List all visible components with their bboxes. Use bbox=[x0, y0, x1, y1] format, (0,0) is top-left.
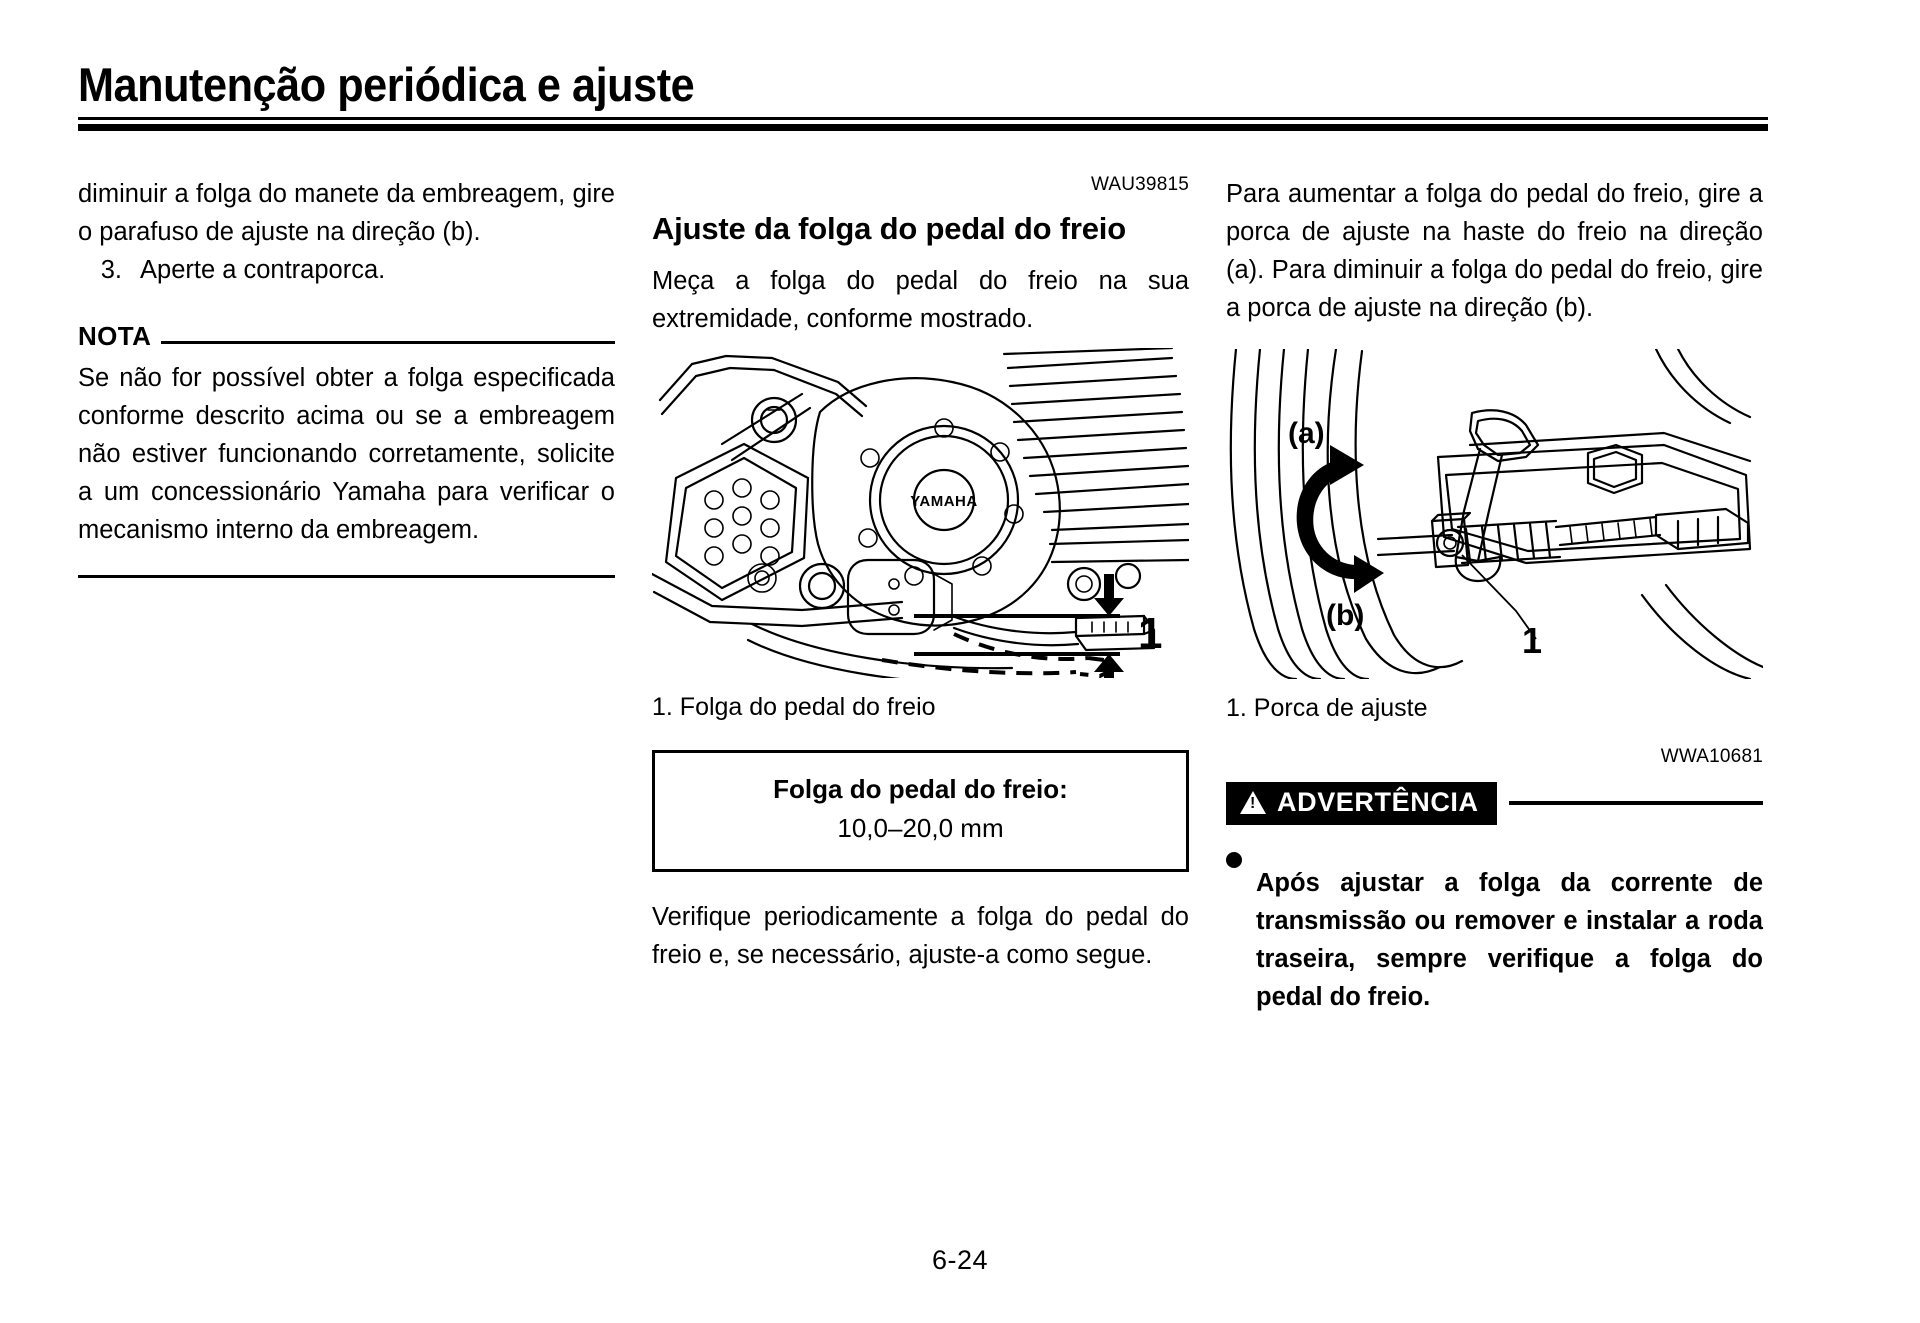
spec-title: Folga do pedal do freio: bbox=[773, 774, 1068, 804]
rear-brake-nut-figure: (a) (b) 1 bbox=[1226, 349, 1763, 679]
list-item-number: 3. bbox=[100, 256, 122, 284]
warning-triangle-icon bbox=[1240, 791, 1266, 815]
rear-brake-adjusting-nut-diagram: (a) (b) 1 bbox=[1229, 349, 1763, 679]
note-label: NOTA bbox=[78, 321, 152, 351]
yamaha-logo-text: YAMAHA bbox=[910, 493, 977, 510]
bullet-icon bbox=[1226, 851, 1242, 868]
reference-code-wwa: WWA10681 bbox=[1660, 746, 1763, 767]
column-right: Para aumentar a folga do pedal do freio,… bbox=[1226, 175, 1763, 1042]
intro-paragraph: Meça a folga do pedal do freio na sua ex… bbox=[652, 267, 1189, 333]
warning-header: ADVERTÊNCIA bbox=[1226, 782, 1763, 825]
closing-paragraph: Verifique periodicamente a folga do peda… bbox=[652, 903, 1189, 969]
note-header-rule bbox=[161, 341, 615, 344]
warning-banner: ADVERTÊNCIA bbox=[1226, 782, 1497, 825]
list-item: 3. Aperte a contraporca. bbox=[78, 251, 615, 289]
warning-header-rule bbox=[1508, 801, 1763, 806]
note-text: Se não for possível obter a folga especi… bbox=[78, 364, 615, 544]
column-center: WAU39815 Ajuste da folga do pedal do fre… bbox=[652, 175, 1189, 974]
note-block: NOTA Se não for possível obter a folga e… bbox=[78, 323, 615, 578]
figure-caption-adjusting-nut: 1. Porca de ajuste bbox=[1226, 694, 1428, 722]
warning-label: ADVERTÊNCIA bbox=[1277, 787, 1479, 817]
note-header: NOTA bbox=[78, 323, 615, 351]
warning-text: Após ajustar a folga da corrente de tran… bbox=[1256, 869, 1763, 1012]
header-rule-thick bbox=[78, 124, 1768, 132]
specification-box: Folga do pedal do freio: 10,0–20,0 mm bbox=[652, 750, 1189, 872]
direction-label-b: (b) bbox=[1326, 599, 1364, 632]
warning-bullet-item: Após ajustar a folga da corrente de tran… bbox=[1226, 839, 1763, 1042]
note-closing-rule bbox=[78, 574, 615, 578]
reference-code-wau: WAU39815 bbox=[1090, 174, 1189, 195]
header-rule-thin bbox=[78, 117, 1768, 121]
figure-callout-number: 1 bbox=[1138, 609, 1162, 658]
section-title: Ajuste da folga do pedal do freio bbox=[652, 211, 1126, 246]
figure-caption-brake-pedal-freeplay: 1. Folga do pedal do freio bbox=[652, 693, 936, 721]
direction-label-a: (a) bbox=[1288, 417, 1325, 450]
engine-brake-pedal-figure: YAMAHA bbox=[652, 348, 1189, 678]
column-left: diminuir a folga do manete da embreagem,… bbox=[78, 175, 615, 578]
continued-paragraph: diminuir a folga do manete da embreagem,… bbox=[78, 180, 615, 246]
spec-value: 10,0–20,0 mm bbox=[837, 813, 1004, 843]
figure-callout-number: 1 bbox=[1522, 620, 1542, 661]
engine-brake-pedal-diagram: YAMAHA bbox=[652, 348, 1189, 678]
adjust-direction-paragraph: Para aumentar a folga do pedal do freio,… bbox=[1226, 180, 1763, 322]
content-columns: diminuir a folga do manete da embreagem,… bbox=[78, 175, 1768, 1235]
list-item-label: Aperte a contraporca. bbox=[140, 256, 386, 284]
header-rules bbox=[78, 117, 1768, 132]
page-title: Manutenção periódica e ajuste bbox=[78, 58, 695, 111]
page-header: Manutenção periódica e ajuste bbox=[78, 58, 1768, 132]
page-number: 6-24 bbox=[931, 1245, 989, 1275]
